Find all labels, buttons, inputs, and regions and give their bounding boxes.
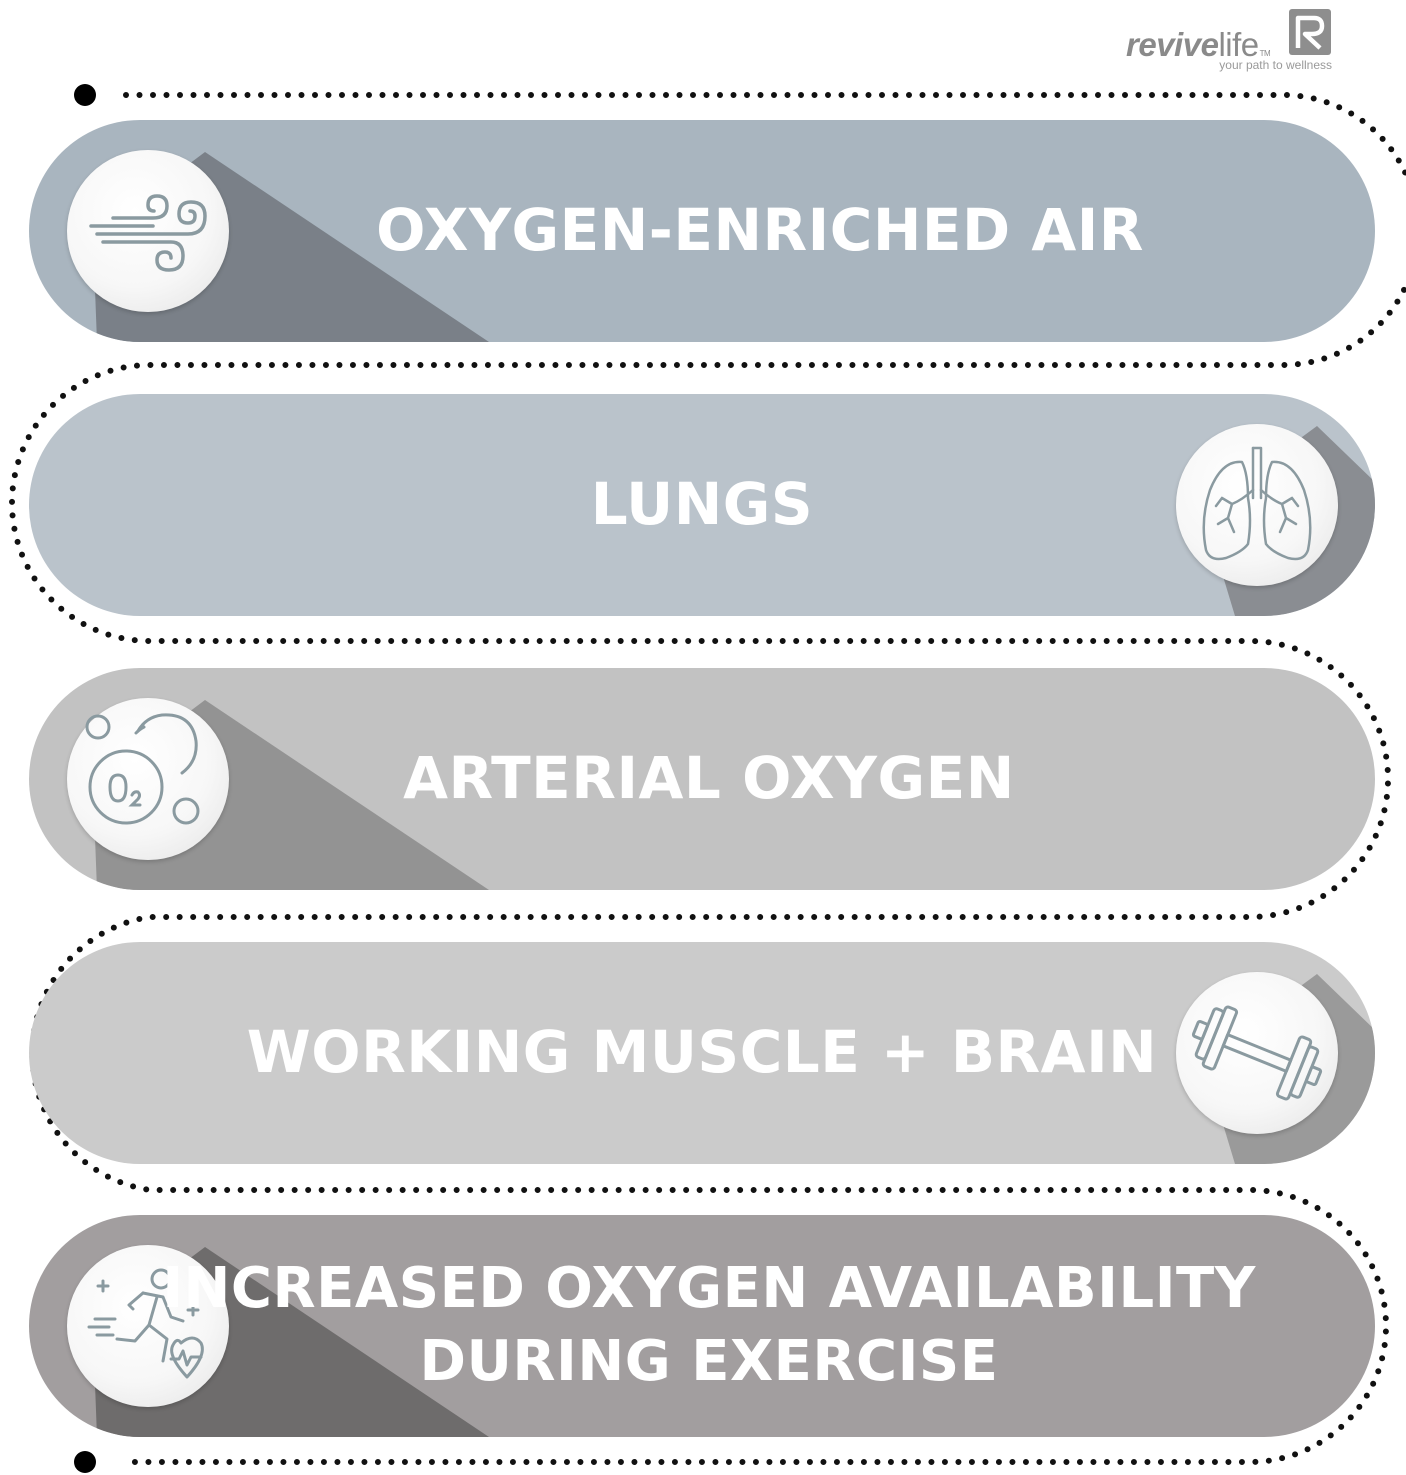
lungs-icon	[1202, 446, 1312, 561]
end-dot	[74, 1451, 96, 1473]
start-dot	[74, 84, 96, 106]
oxygen-bubbles-icon	[85, 713, 200, 825]
brand-name-light: life	[1218, 26, 1259, 63]
logo-r-mark-icon	[1289, 9, 1331, 55]
icon-badge	[1176, 972, 1338, 1134]
brand-name-bold: revive	[1126, 26, 1219, 63]
icon-badge	[67, 150, 229, 312]
step-label: LUNGS	[590, 470, 814, 539]
step-label: ARTERIAL OXYGEN	[403, 744, 1015, 813]
step-working-muscle-brain: WORKING MUSCLE + BRAIN	[29, 942, 1375, 1164]
dumbbell-icon	[1191, 1005, 1323, 1101]
trademark: TM	[1259, 49, 1271, 58]
step-label: WORKING MUSCLE + BRAIN	[246, 1018, 1158, 1087]
runner-heart-icon	[87, 1268, 204, 1379]
brand-wordmark: revivelifeTM	[1126, 26, 1271, 63]
icon-badge	[67, 698, 229, 860]
step-lungs: LUNGS	[29, 394, 1375, 616]
icon-badge	[1176, 424, 1338, 586]
step-label-line-2: DURING EXERCISE	[419, 1329, 999, 1394]
brand-logo: revivelifeTM your path to wellness	[1118, 6, 1338, 74]
step-arterial-oxygen: ARTERIAL OXYGEN	[29, 668, 1375, 890]
step-increased-oxygen-availability: INCREASED OXYGEN AVAILABILITY DURING EXE…	[29, 1215, 1375, 1437]
step-label: INCREASED OXYGEN AVAILABILITY DURING EXE…	[162, 1215, 1255, 1437]
brand-tagline: your path to wellness	[1219, 58, 1332, 72]
wind-icon	[89, 194, 207, 272]
step-label-line-1: INCREASED OXYGEN AVAILABILITY	[162, 1256, 1256, 1322]
step-label: OXYGEN-ENRICHED AIR	[376, 196, 1144, 265]
step-oxygen-enriched-air: OXYGEN-ENRICHED AIR	[29, 120, 1375, 342]
icon-badge	[67, 1245, 229, 1407]
